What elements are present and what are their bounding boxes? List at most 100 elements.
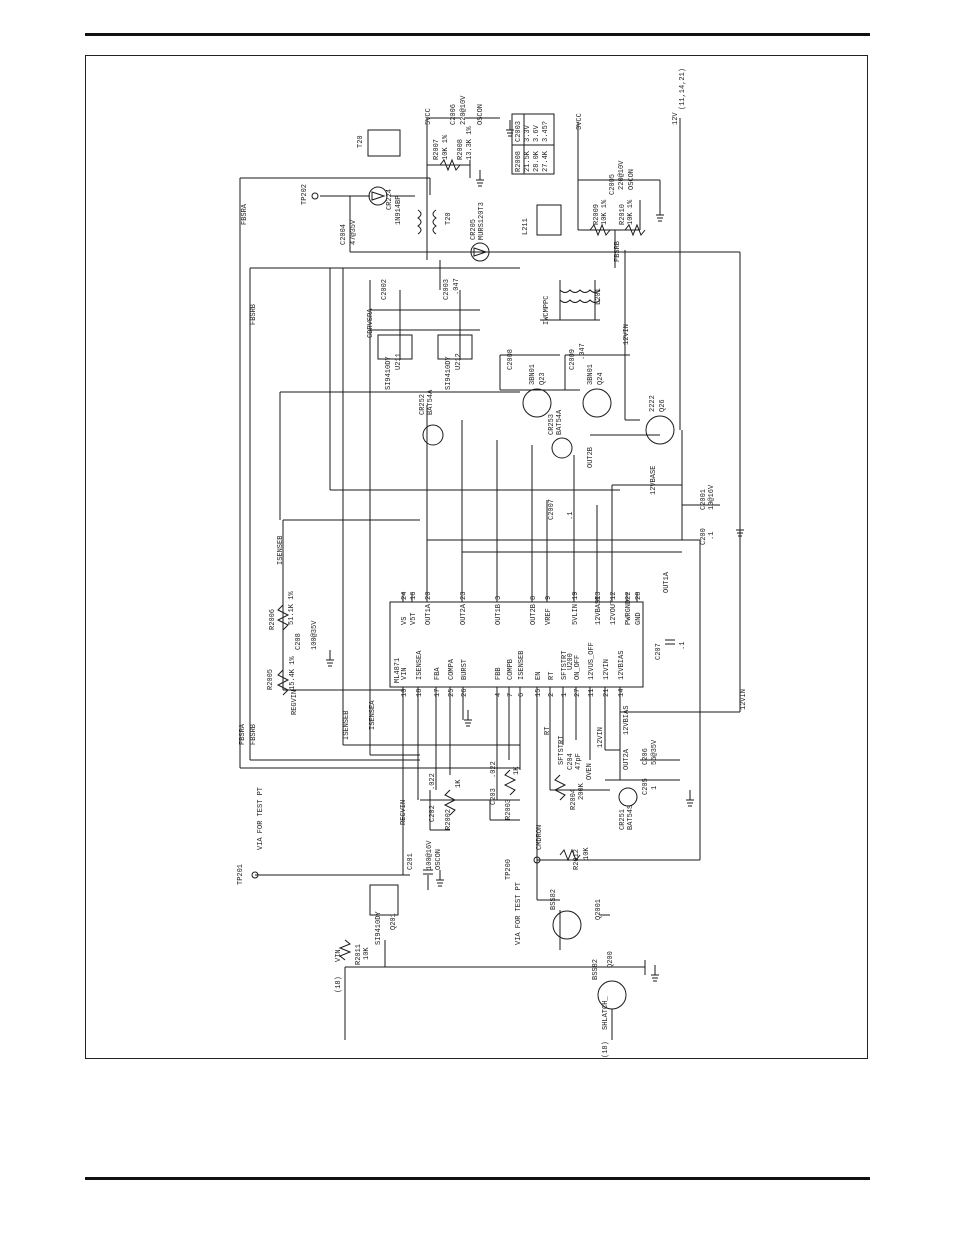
ground-symbols bbox=[326, 120, 744, 982]
ic-pin-number: 28 bbox=[635, 592, 643, 600]
vin-label: VIN bbox=[335, 949, 343, 962]
ic-pin-number: 11 bbox=[588, 689, 596, 697]
tp201-label: TP201 bbox=[237, 864, 245, 885]
table-cell: 3.6V bbox=[533, 124, 541, 142]
c2008-ref: C2008 bbox=[507, 349, 515, 370]
shlatch-label: SHLATCH_ bbox=[602, 996, 610, 1030]
ic-pin-name: GND bbox=[635, 612, 643, 625]
cr252-ref: CR252 bbox=[419, 394, 427, 415]
ic-pin-number: 20 bbox=[425, 592, 433, 600]
ic-pin-name: RT bbox=[548, 672, 556, 680]
c201-ref: C201 bbox=[407, 853, 415, 870]
r2005-resistor bbox=[276, 669, 290, 696]
cr251-value: BAT54S bbox=[627, 805, 635, 830]
c2006-ref: C2006 bbox=[450, 104, 458, 125]
l211-ref: L211 bbox=[522, 218, 530, 235]
c205-value: 1 bbox=[651, 786, 659, 790]
cr205-ref: CR205 bbox=[470, 219, 478, 240]
ic-pin-name: 5VLIN bbox=[572, 604, 580, 625]
c2002-ref: C2002 bbox=[381, 279, 389, 300]
c2003-ref: C2003 bbox=[443, 279, 451, 300]
ic-ref: U200 bbox=[567, 653, 575, 670]
ic-pin-name: 12VIN bbox=[603, 659, 611, 680]
c207-ref: C207 bbox=[655, 643, 663, 660]
bottom-rule bbox=[85, 1177, 870, 1180]
isensea-label-left: ISENSEA bbox=[369, 700, 377, 730]
t20-package-ref: T20 bbox=[357, 135, 365, 148]
isenseb-label-mid: ISENSEB bbox=[277, 536, 285, 565]
rail-12v-note: (11,14,21) bbox=[679, 68, 687, 110]
r2009-resistor bbox=[589, 223, 611, 237]
ic-pin-name: FBA bbox=[434, 667, 442, 680]
via-test-label-2: VIA FOR TEST PT bbox=[515, 882, 523, 945]
c202-value: .022 bbox=[429, 773, 437, 790]
components: TP201 VIA FOR TEST PT REGVIN R2011 10K (… bbox=[237, 68, 748, 1058]
l211-package bbox=[536, 204, 562, 236]
sftstrt-label: SFTSTRT bbox=[558, 736, 566, 765]
q24-ref: Q24 bbox=[597, 372, 605, 385]
ic-pin-number: 21 bbox=[603, 689, 611, 697]
ic-body bbox=[389, 601, 644, 688]
table-cell: 27.4K bbox=[542, 150, 550, 172]
c2001-ref: C2001 bbox=[700, 489, 708, 510]
c2005-value: 220@10V bbox=[618, 160, 626, 190]
cr253-value: BAT54A bbox=[556, 409, 564, 435]
isenseb-label-left: ISENSEB bbox=[343, 711, 351, 740]
table-cell: 3.3V bbox=[524, 124, 532, 142]
cr224-value: 1N914BP bbox=[395, 196, 403, 225]
table-cell: 3.45? bbox=[542, 121, 550, 142]
c2006-type: OSCON bbox=[477, 104, 485, 125]
ic-pin-number: 12 bbox=[610, 592, 618, 600]
fbsra-label-top: FBSRA bbox=[241, 203, 249, 225]
ic-pin-number: 13 bbox=[595, 592, 603, 600]
q23-part: 3BN01 bbox=[529, 364, 537, 385]
c2006-value: 220@10V bbox=[460, 95, 468, 125]
r2005-value: 15.4K 1% bbox=[289, 656, 297, 690]
c202-ref: C202 bbox=[429, 805, 437, 822]
tp200-pad bbox=[533, 856, 541, 864]
r2006-resistor bbox=[276, 604, 290, 631]
r2012-resistor bbox=[559, 848, 581, 862]
12vin-net-label: 12VIN bbox=[597, 727, 605, 748]
ic-pin-number: 22 bbox=[625, 592, 633, 600]
ic-pin-number: 10 bbox=[401, 689, 409, 697]
r2011-ref: R2011 bbox=[355, 944, 363, 965]
rail-5vcc: 5VCC bbox=[425, 108, 433, 125]
c2009-value: .047 bbox=[579, 343, 587, 360]
rail-3vcc: 3VCC bbox=[576, 113, 584, 130]
fbsrb-label-top: FBSRB bbox=[250, 304, 258, 325]
cr252-diode bbox=[422, 424, 444, 446]
r2008-ref: R2008 bbox=[457, 139, 465, 160]
table-cell: R2008 bbox=[515, 151, 523, 172]
r2009-value: 10K 1% bbox=[601, 199, 609, 225]
q200-ref: Q200 bbox=[607, 951, 615, 968]
ic-pin-number: 25 bbox=[448, 689, 456, 697]
q26-part: 2222 bbox=[649, 395, 657, 412]
r2005-ref: R2005 bbox=[267, 669, 275, 690]
rt-net-label: RT bbox=[544, 727, 552, 735]
ic-pin-number: 1 bbox=[561, 693, 569, 697]
c2001-value: 10@16V bbox=[708, 484, 716, 510]
table-cell: C2003 bbox=[515, 121, 523, 142]
ic-pin-number: 9 bbox=[545, 596, 553, 600]
ic-pin-name: SFTSTRT bbox=[561, 651, 569, 680]
c2005-type: OSCON bbox=[628, 169, 636, 190]
r2004-value: 200K bbox=[578, 782, 586, 800]
u212-ref: U212 bbox=[455, 353, 463, 370]
12vbias-net-label: 12VBIAS bbox=[623, 706, 631, 735]
q24-fet bbox=[582, 388, 612, 418]
cr251-ref: CR251 bbox=[619, 809, 627, 830]
via-test-label-1: VIA FOR TEST PT bbox=[257, 787, 265, 850]
ic-pin-number: 19 bbox=[572, 592, 580, 600]
r2004-ref: R2004 bbox=[570, 789, 578, 810]
l201-value: IWCMPPC bbox=[543, 296, 551, 325]
ic-pin-number: 27 bbox=[574, 689, 582, 697]
u211-part: SI9410DY bbox=[385, 356, 393, 390]
ic-pin-number: 2 bbox=[548, 693, 556, 697]
r2009-ref: R2009 bbox=[593, 204, 601, 225]
ic-pin-name: V5T bbox=[410, 612, 418, 625]
t20-ref: T20 bbox=[445, 212, 453, 225]
ic-pin-name: FBB bbox=[495, 667, 503, 680]
c203-ref: C203 bbox=[490, 788, 498, 805]
